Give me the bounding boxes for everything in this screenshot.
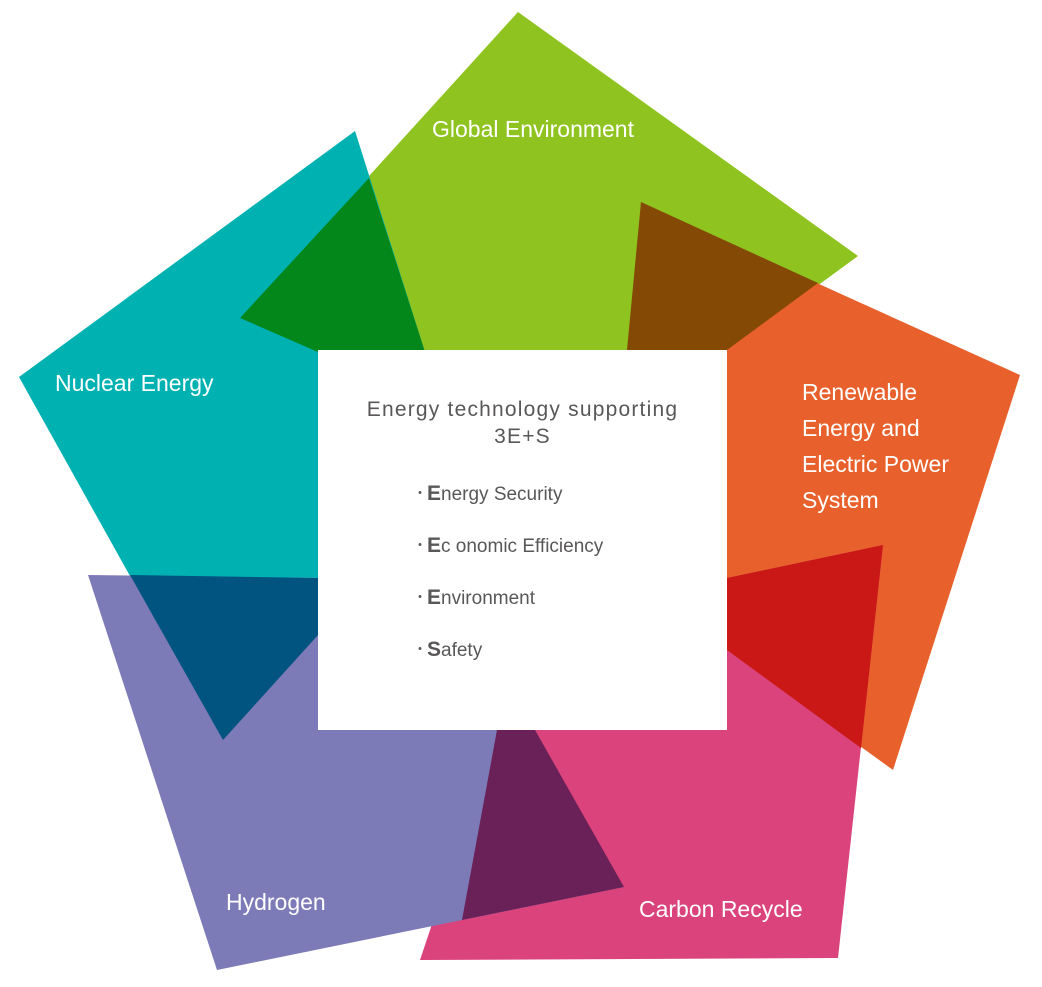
pillar-initial: E <box>427 534 442 557</box>
label-renewable-line-1: Renewable <box>802 379 918 405</box>
center-title-line-1: Energy technology supporting <box>366 398 679 421</box>
bullet-icon: ・ <box>413 537 427 553</box>
pillar-rest: c onomic Efficiency <box>441 536 604 557</box>
pillar-energy-security: ・Energy Security <box>413 478 603 530</box>
pillar-initial: E <box>427 586 442 609</box>
pillar-initial: S <box>427 638 442 661</box>
label-nuclear-energy: Nuclear Energy <box>55 370 214 396</box>
pillar-rest: nergy Security <box>441 484 563 505</box>
pillar-safety: ・Safety <box>413 634 603 686</box>
label-renewable-line-2: Energy and <box>802 415 920 441</box>
label-global-environment: Global Environment <box>432 116 634 142</box>
center-title-line-2: 3E+S <box>494 425 551 448</box>
pillar-environment: ・Environment <box>413 582 603 634</box>
center-3es-box: Energy technology supporting 3E+S ・Energ… <box>318 350 727 730</box>
bullet-icon: ・ <box>413 589 427 605</box>
pillar-initial: E <box>427 482 442 505</box>
overlap-pink-purple <box>462 730 624 920</box>
label-carbon-recycle: Carbon Recycle <box>639 896 803 922</box>
pillar-economic-efficiency: ・Ec onomic Efficiency <box>413 530 603 582</box>
label-renewable-line-3: Electric Power <box>802 451 949 477</box>
overlap-purple-teal <box>130 575 318 740</box>
overlap-green-orange <box>627 202 818 350</box>
pillar-rest: afety <box>441 640 483 661</box>
label-hydrogen: Hydrogen <box>226 889 326 915</box>
bullet-icon: ・ <box>413 485 427 501</box>
bullet-icon: ・ <box>413 641 427 657</box>
label-renewable-line-4: System <box>802 487 879 513</box>
pillar-rest: nvironment <box>441 588 536 609</box>
overlap-green-teal <box>240 178 425 352</box>
center-title: Energy technology supporting 3E+S <box>318 396 727 450</box>
pillar-list: ・Energy Security ・Ec onomic Efficiency ・… <box>413 478 603 686</box>
overlap-orange-pink <box>727 545 883 748</box>
label-renewable-energy: Renewable Energy and Electric Power Syst… <box>802 374 949 518</box>
